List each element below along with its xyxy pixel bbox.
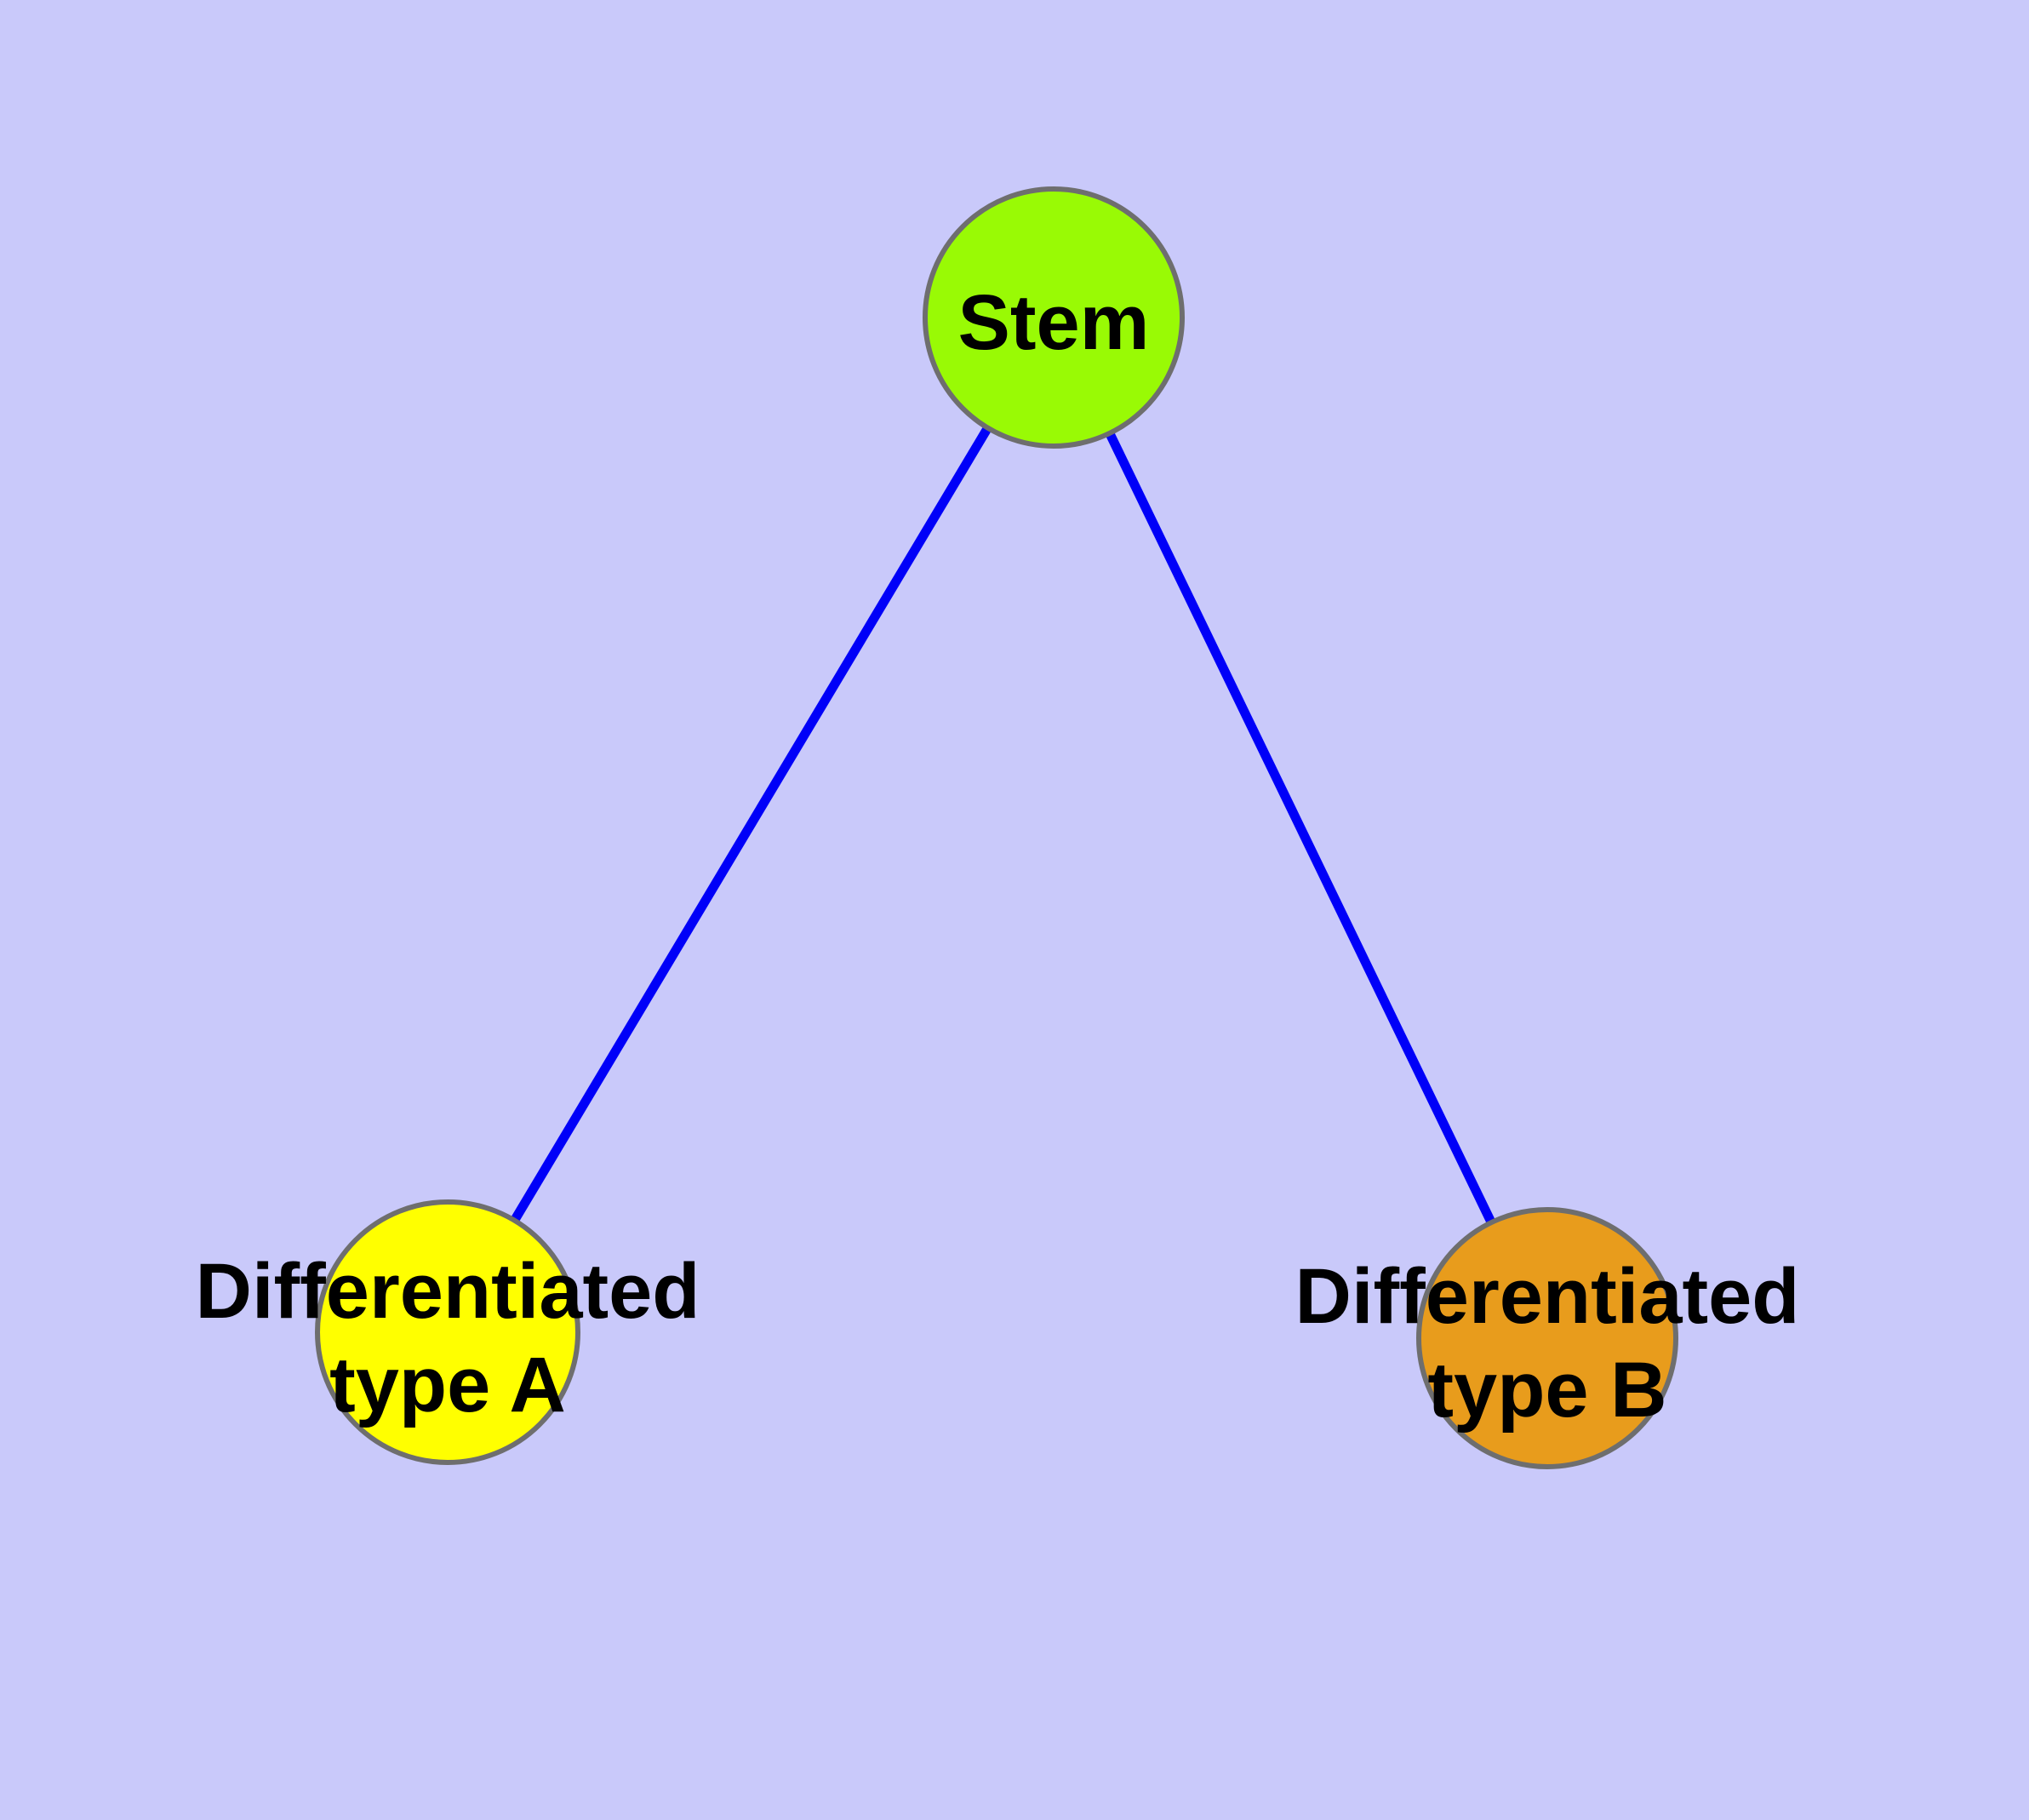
node-stem-circle	[923, 186, 1185, 449]
node-differentiated-type-a: Differentiated type A	[196, 1199, 700, 1465]
node-stem-label: Stem	[958, 279, 1150, 366]
edge-stem-to-differentiated-type-b	[1049, 315, 1552, 1341]
node-differentiated-type-a-label-line2: type A	[329, 1342, 566, 1428]
node-differentiated-type-a-circle	[315, 1199, 580, 1465]
node-differentiated-type-a-label-line1: Differentiated	[196, 1248, 700, 1335]
node-differentiated-type-b-label-line1: Differentiated	[1295, 1253, 1800, 1340]
node-differentiated-type-b-label-line2: type B	[1427, 1347, 1666, 1434]
node-differentiated-type-b-circle	[1416, 1207, 1678, 1469]
node-differentiated-type-b: Differentiated type B	[1295, 1207, 1800, 1469]
node-stem: Stem	[923, 186, 1185, 449]
edge-stem-to-differentiated-type-a	[443, 315, 1058, 1335]
